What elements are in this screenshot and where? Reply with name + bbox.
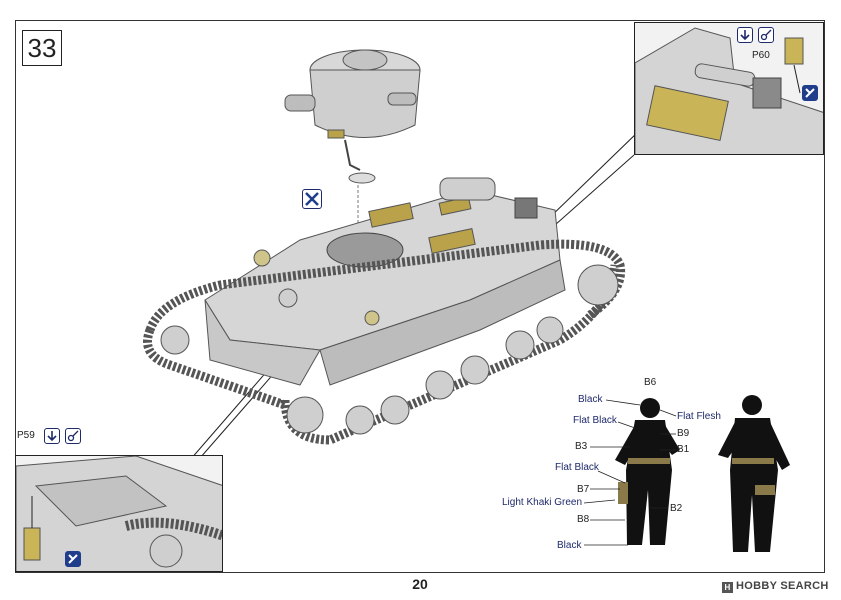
page-number: 20 <box>412 576 428 592</box>
step-number: 33 <box>22 30 62 66</box>
detail-callout-engine-deck <box>634 22 824 155</box>
label-b9: B9 <box>677 428 690 439</box>
label-b8: B8 <box>577 514 590 525</box>
label-b6: B6 <box>644 377 657 388</box>
label-b7: B7 <box>577 484 590 495</box>
label-belt-color: Flat Black <box>555 462 599 473</box>
label-helmet-color: Black <box>578 394 603 405</box>
part-label-p59: P59 <box>17 430 35 441</box>
label-b3: B3 <box>575 441 588 452</box>
label-boots-color: Black <box>557 540 582 551</box>
drill-hole-icon <box>758 27 774 43</box>
paint-flip-icon <box>802 85 818 101</box>
tank-hull <box>204 177 566 386</box>
drill-hole-icon <box>65 428 81 444</box>
label-b1: B1 <box>677 444 690 455</box>
turret <box>284 49 421 171</box>
glue-icon <box>737 27 753 43</box>
brand-name: HOBBY SEARCH <box>736 580 829 592</box>
label-holster-color: Light Khaki Green <box>502 497 583 508</box>
crew-figure-front <box>615 398 680 545</box>
road-wheels <box>160 264 619 435</box>
cross-tool-icon <box>302 189 322 209</box>
brand-logo-icon: H <box>722 582 733 593</box>
label-shoulder-color: Flat Black <box>573 415 617 426</box>
paint-flip-icon <box>65 551 81 567</box>
part-label-p60: P60 <box>752 50 770 61</box>
crew-figure-back <box>718 395 790 552</box>
glue-icon <box>44 428 60 444</box>
label-b2: B2 <box>670 503 683 514</box>
detail-callout-front-hull <box>15 455 223 572</box>
label-face-color: Flat Flesh <box>677 411 721 422</box>
